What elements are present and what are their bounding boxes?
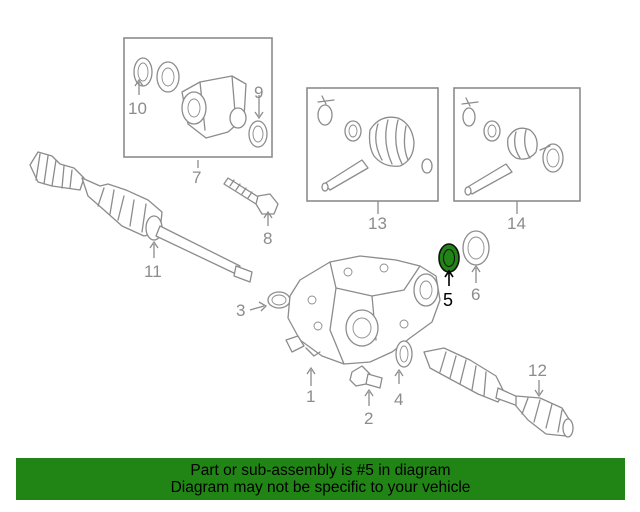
callout-6[interactable]: 6	[471, 285, 480, 304]
banner-line-2: Diagram may not be specific to your vehi…	[170, 479, 471, 496]
inset-box-14	[453, 87, 581, 202]
callout-4[interactable]: 4	[394, 390, 403, 409]
inset-box-13	[306, 87, 439, 202]
callout-3[interactable]: 3	[236, 301, 245, 320]
callout-8[interactable]: 8	[263, 229, 272, 248]
plug-2	[349, 365, 383, 389]
seal-6	[462, 230, 490, 266]
callout-7[interactable]: 7	[192, 168, 201, 187]
callout-11[interactable]: 11	[144, 262, 162, 281]
callout-9[interactable]: 9	[254, 83, 263, 102]
callout-10[interactable]: 10	[128, 99, 147, 118]
callout-12[interactable]: 12	[528, 361, 547, 380]
right-axle-shaft	[423, 347, 574, 438]
bolt-8	[223, 177, 279, 215]
inset-box-7	[123, 37, 273, 158]
callout-5[interactable]: 5	[443, 290, 453, 310]
callout-labels: 1 2 3 4 5 6 7 8 9 10 11 12 13 14	[128, 83, 547, 428]
callout-13[interactable]: 13	[368, 214, 387, 233]
callout-1[interactable]: 1	[306, 387, 315, 406]
seal-5-highlighted[interactable]	[438, 243, 460, 273]
banner-line-1: Part or sub-assembly is #5 in diagram	[190, 462, 451, 479]
front-differential	[285, 255, 441, 365]
seal-4	[395, 340, 413, 368]
leader-lines	[134, 78, 544, 406]
callout-2[interactable]: 2	[364, 409, 373, 428]
part-notice-banner: Part or sub-assembly is #5 in diagram Di…	[16, 458, 625, 500]
left-axle-shaft	[29, 151, 253, 283]
callout-14[interactable]: 14	[507, 214, 526, 233]
oring-3	[267, 291, 291, 309]
